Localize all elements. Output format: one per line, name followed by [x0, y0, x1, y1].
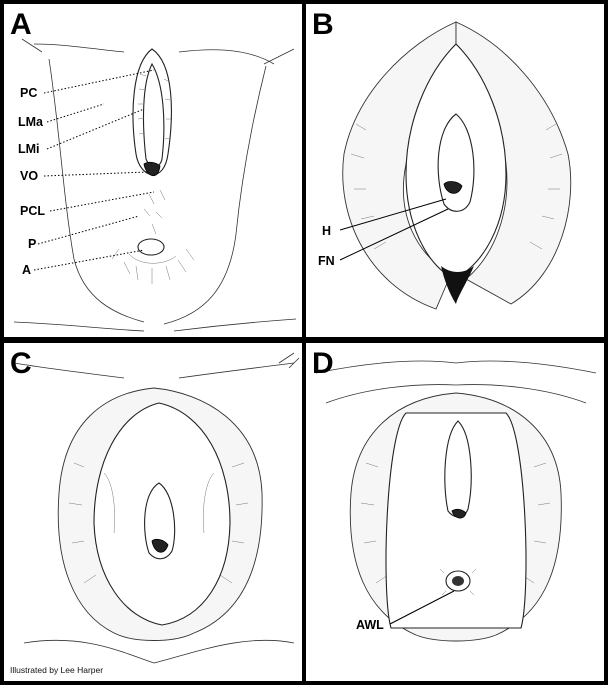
label-h: H — [322, 224, 332, 238]
panel-a: A PC LMa LMi VO PCL P A — [4, 4, 302, 337]
panel-letter-d: D — [312, 347, 334, 380]
panel-c-illustration — [13, 352, 300, 664]
label-pc: PC — [20, 86, 38, 100]
label-lma: LMa — [18, 115, 43, 129]
label-awl: AWL — [356, 618, 384, 632]
panel-d: D AWL — [306, 343, 604, 681]
panel-c: C Illustrated by Lee Harper — [4, 343, 302, 681]
panel-b: B H FN — [306, 4, 604, 337]
panel-b-illustration — [339, 21, 572, 310]
label-a: A — [22, 263, 32, 277]
panel-d-illustration — [315, 360, 597, 642]
label-pcl: PCL — [20, 204, 45, 218]
label-lmi: LMi — [18, 142, 40, 156]
panel-letter-b: B — [312, 8, 334, 41]
illustrator-credit: Illustrated by Lee Harper — [10, 665, 104, 675]
panel-a-illustration — [13, 38, 297, 332]
panel-letter-a: A — [10, 8, 32, 41]
label-p: P — [28, 237, 37, 251]
label-fn: FN — [318, 254, 335, 268]
label-vo: VO — [20, 169, 39, 183]
panel-letter-c: C — [10, 347, 32, 380]
